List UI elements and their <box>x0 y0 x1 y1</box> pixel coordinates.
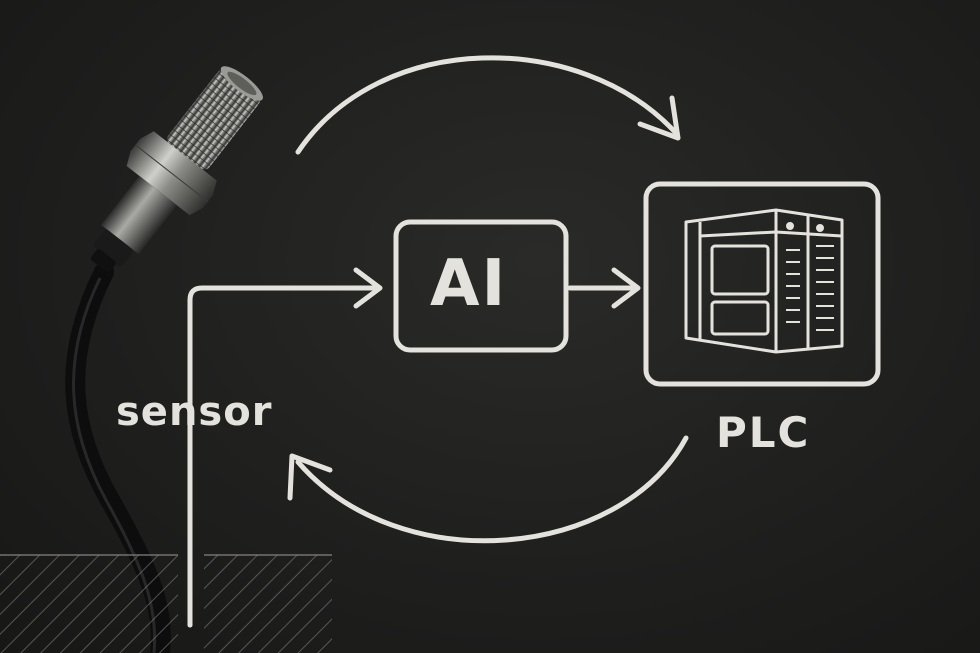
ai-label: AI <box>430 247 508 321</box>
ai-to-plc-arrowhead <box>611 267 641 309</box>
ai-box <box>393 219 569 353</box>
plc-box <box>643 181 881 387</box>
bottom-arc-arrowhead <box>287 453 333 501</box>
sensor-to-ai-arrowhead <box>353 267 383 309</box>
top-arc-arrow <box>295 55 678 155</box>
ground-block-right <box>204 555 332 653</box>
ground-block-left <box>0 555 178 653</box>
plc-label: PLC <box>716 408 811 457</box>
top-arc-arrowhead <box>637 95 681 141</box>
sensor-label: sensor <box>116 389 273 435</box>
sensor-to-ai-line <box>187 285 381 628</box>
plc-rack-icon <box>684 208 844 354</box>
proximity-sensor-icon <box>90 66 263 273</box>
bottom-arc-arrow <box>295 435 689 544</box>
